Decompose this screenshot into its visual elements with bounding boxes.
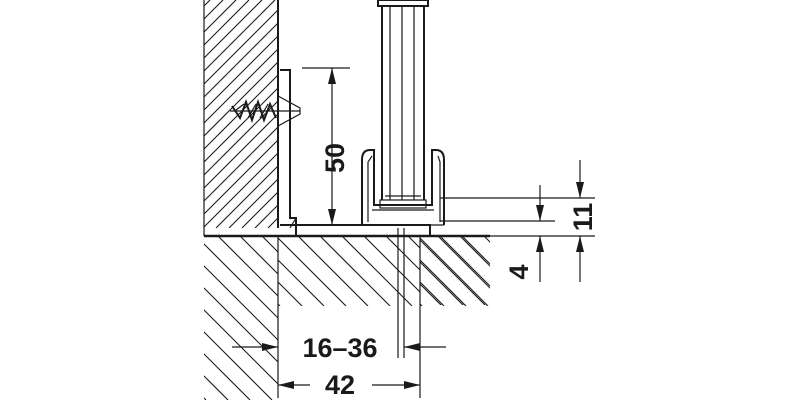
- hatch-line: [204, 0, 263, 59]
- hatch-line: [393, 236, 490, 400]
- hatch-line: [241, 191, 278, 228]
- hatch-line: [204, 0, 224, 20]
- glass-panel: [377, 0, 429, 200]
- hatch-line: [297, 236, 369, 306]
- hatch-line: [439, 236, 490, 287]
- hatch-line: [461, 236, 490, 265]
- hatch-line: [330, 236, 400, 306]
- hatch-line: [420, 259, 467, 306]
- hatch-line: [278, 237, 347, 306]
- hatch-line: [204, 22, 278, 98]
- dimension-rail-height: 50: [302, 67, 350, 225]
- hatch-line: [204, 61, 278, 137]
- hatch-line: [420, 303, 423, 306]
- hatch-line: [385, 236, 420, 271]
- hatch-line: [204, 9, 278, 85]
- hatch-line: [515, 0, 743, 228]
- wall-bracket: [280, 69, 431, 236]
- wall-section: [0, 0, 743, 236]
- hatch-line: [278, 259, 325, 306]
- hatch-line: [415, 236, 490, 400]
- hatch-line: [407, 236, 420, 249]
- hatch-line: [294, 0, 522, 228]
- hatch-line: [363, 236, 420, 293]
- dimension-adjust-range: 16–36: [232, 228, 446, 398]
- hatch-line: [319, 236, 391, 306]
- hatch-line: [204, 236, 295, 400]
- hatch-line: [411, 0, 639, 228]
- hatch-line: [204, 0, 250, 46]
- hatch-line: [188, 236, 258, 306]
- floor-gap-label: 4: [504, 264, 534, 279]
- hatch-line: [204, 152, 278, 228]
- hatch-line: [204, 0, 237, 33]
- hatch-line: [278, 303, 281, 306]
- hatch-line: [333, 0, 561, 228]
- hatch-line: [204, 126, 278, 202]
- hatch-line: [459, 236, 490, 400]
- dimension-floor-gap: 4: [440, 185, 555, 282]
- hatch-line: [0, 0, 197, 228]
- adjust-range-label: 16–36: [302, 333, 377, 363]
- hatch-line: [420, 281, 445, 306]
- hatch-line: [320, 0, 548, 228]
- hatch-line: [372, 0, 600, 228]
- hatch-line: [204, 100, 278, 176]
- hatch-line: [307, 0, 535, 228]
- hatch-line: [385, 0, 613, 228]
- hatch-line: [204, 139, 278, 215]
- profile-height-label: 11: [568, 203, 598, 232]
- dimension-profile-height: 11: [440, 160, 598, 282]
- dimension-base-width: 42: [278, 236, 421, 400]
- screw-icon: [230, 94, 301, 128]
- hatch-line: [424, 0, 652, 228]
- hatch-line: [0, 0, 184, 228]
- hatch-line: [204, 0, 211, 7]
- hatch-line: [204, 236, 317, 400]
- hatch-line: [450, 0, 678, 228]
- rail-height-label: 50: [320, 143, 350, 173]
- hatch-line: [204, 0, 276, 72]
- hatch-line: [278, 281, 303, 306]
- hatch-line: [420, 237, 489, 306]
- hatch-line: [204, 74, 278, 150]
- hatch-line: [430, 236, 500, 306]
- hatch-line: [281, 0, 509, 228]
- u-profile-guide: [361, 149, 445, 226]
- base-width-label: 42: [325, 370, 355, 400]
- hatch-line: [204, 236, 207, 400]
- hatch-line: [204, 87, 278, 163]
- hatch-line: [437, 236, 490, 400]
- hatch-line: [204, 236, 251, 400]
- hatch-line: [463, 0, 691, 228]
- hatch-line: [20, 236, 184, 400]
- hatch-line: [371, 236, 490, 400]
- hatch-line: [215, 165, 278, 228]
- hatch-line: [502, 0, 730, 228]
- hatch-line: [489, 0, 717, 228]
- hatch-line: [476, 0, 704, 228]
- hatch-line: [204, 35, 278, 111]
- hatch-line: [550, 236, 620, 306]
- hatch-line: [204, 236, 273, 400]
- hatch-line: [228, 178, 278, 228]
- hatch-line: [359, 0, 587, 228]
- hatch-line: [341, 236, 413, 306]
- hatch-line: [204, 48, 278, 124]
- hatch-line: [204, 236, 229, 400]
- hatch-line: [437, 0, 665, 228]
- hatch-line: [349, 236, 490, 400]
